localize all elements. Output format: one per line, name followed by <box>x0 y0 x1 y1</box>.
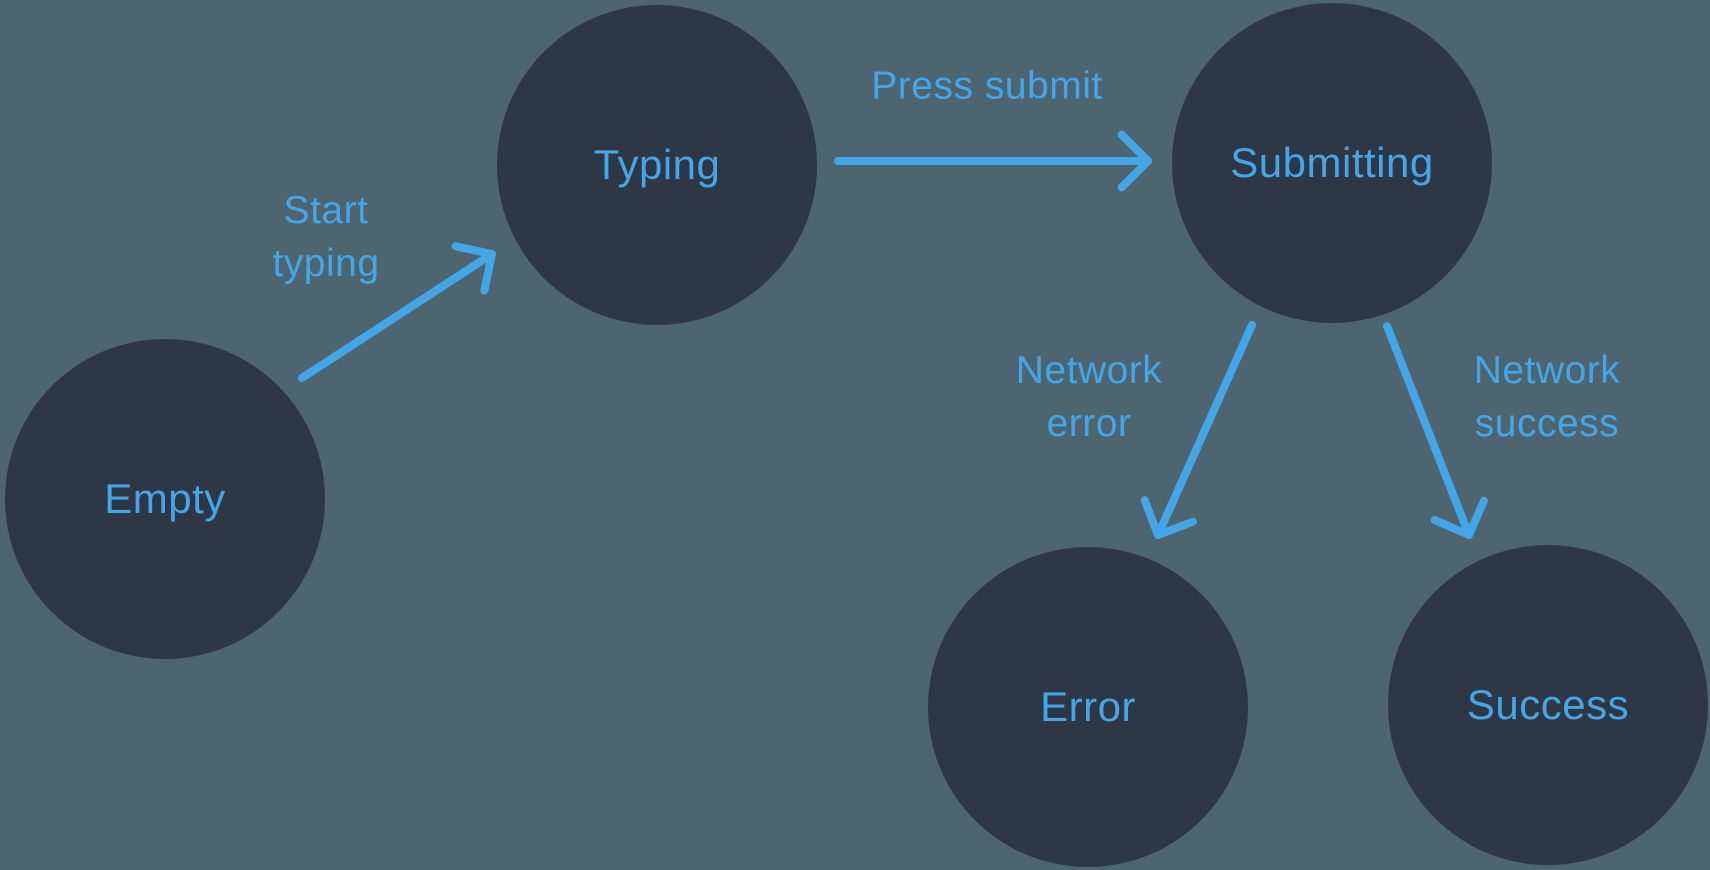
edge-label-line: error <box>1046 402 1132 445</box>
edge-label-line: Press submit <box>871 64 1103 108</box>
edge-label-start-typing: Start typing <box>272 184 379 290</box>
state-node-label: Error <box>1040 683 1136 730</box>
arrow-network-success <box>1383 322 1488 539</box>
state-node-submitting: Submitting <box>1172 3 1492 323</box>
state-node-label: Typing <box>593 141 721 188</box>
state-node-typing: Typing <box>497 5 817 325</box>
state-node-error: Error <box>928 547 1248 867</box>
arrow-start-typing <box>298 242 496 382</box>
state-node-label: Empty <box>104 475 226 522</box>
state-node-label: Success <box>1466 681 1630 728</box>
edge-label-network-success: Network success <box>1474 344 1621 450</box>
edge-label-line: typing <box>272 242 380 285</box>
edge-label-line: Start <box>283 189 369 232</box>
arrow-network-error <box>1140 321 1256 539</box>
edge-label-press-submit: Press submit <box>871 60 1102 113</box>
state-node-empty: Empty <box>5 339 325 659</box>
state-node-label: Submitting <box>1230 139 1434 186</box>
edge-label-line: success <box>1474 402 1620 445</box>
edge-label-network-error: Network error <box>1016 344 1163 450</box>
edge-label-line: Network <box>1473 349 1621 392</box>
edge-label-line: Network <box>1015 349 1163 392</box>
state-node-success: Success <box>1388 545 1708 865</box>
